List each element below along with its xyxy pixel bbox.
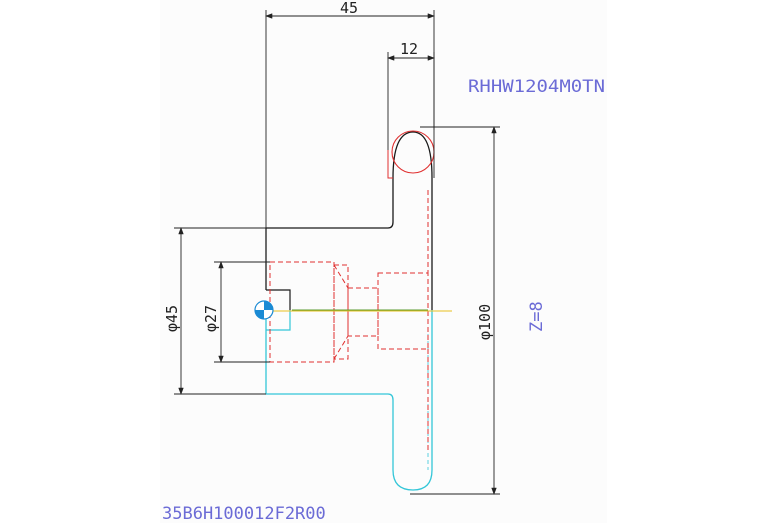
tooth-count-note: Z=8	[527, 301, 547, 332]
body-outline-lower	[265, 310, 433, 491]
dim-bore-diameter-label: φ27	[202, 305, 220, 332]
hidden-lines	[269, 190, 429, 450]
insert-code-note: RHHW1204M0TN	[468, 77, 605, 97]
insert-circle	[391, 130, 435, 174]
dim-outer-diameter	[410, 126, 500, 495]
dim-bore-diameter	[214, 261, 270, 363]
dim-outer-diameter-label: φ100	[476, 304, 494, 340]
dim-overall-width-label: 45	[340, 0, 358, 17]
keyway	[266, 289, 291, 331]
dim-mid-diameter-label: φ45	[163, 305, 181, 332]
dim-top-width-label: 12	[400, 40, 418, 58]
insert-seat	[387, 150, 393, 179]
origin-marker	[254, 300, 274, 320]
drawing-viewport	[160, 0, 607, 523]
part-number-note: 35B6H100012F2R00	[162, 504, 326, 523]
dim-mid-diameter	[174, 227, 266, 395]
body-outline-upper	[265, 131, 433, 310]
dim-top-width	[387, 52, 435, 150]
